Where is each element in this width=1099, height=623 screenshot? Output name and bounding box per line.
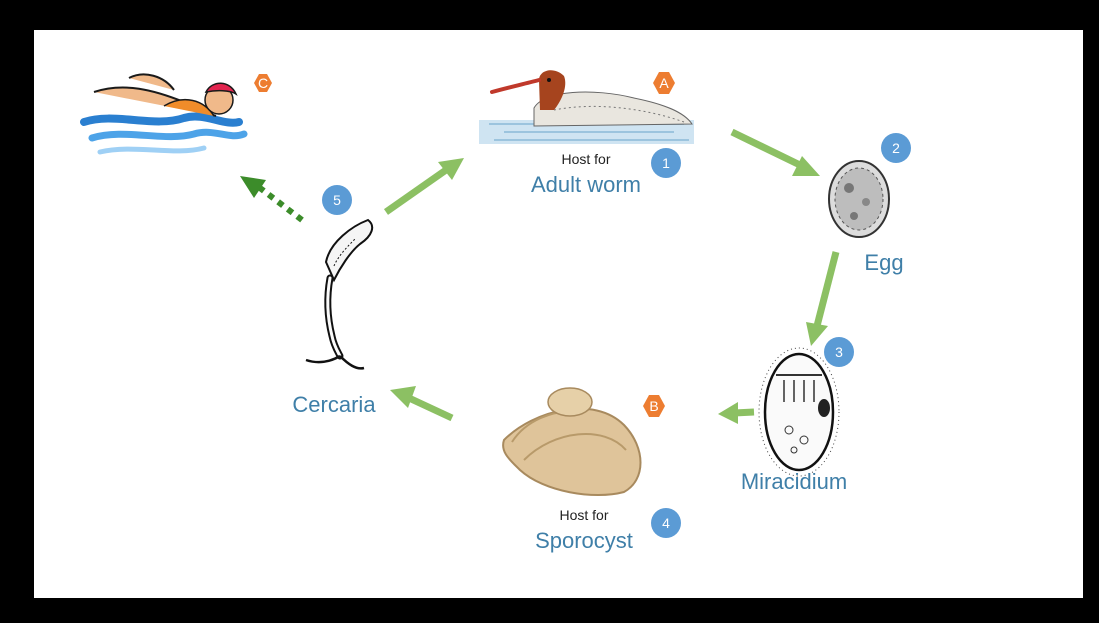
svg-text:4: 4 [662, 515, 670, 531]
host-badge-b: B [643, 395, 665, 417]
arrow-miracidium-to-snail [718, 402, 754, 424]
step-badge-3: 3 [824, 337, 854, 367]
infection-arrow-dotted [240, 176, 302, 220]
arrow-cercaria-to-bird [386, 158, 464, 212]
step-badge-2: 2 [881, 133, 911, 163]
snail-icon [503, 388, 640, 495]
arrow-worm-to-egg [732, 132, 820, 176]
sporocyst-label: Sporocyst [535, 528, 633, 553]
svg-text:C: C [258, 75, 268, 91]
adult-worm-label: Adult worm [531, 172, 641, 197]
host-badge-a: A [653, 72, 675, 94]
arrow-snail-to-cercaria [390, 386, 452, 418]
egg-icon [829, 161, 889, 237]
host-badge-c: C [254, 74, 272, 92]
cercaria-label: Cercaria [292, 392, 376, 417]
lifecycle-diagram: C A Host for Adult worm 1 2 [34, 30, 1083, 598]
swimmer-icon [84, 74, 244, 152]
cercaria-icon [306, 220, 372, 368]
svg-text:1: 1 [662, 155, 670, 171]
adult-worm-host-prefix: Host for [561, 151, 610, 167]
miracidium-label: Miracidium [741, 469, 847, 494]
step-badge-5: 5 [322, 185, 352, 215]
step-badge-4: 4 [651, 508, 681, 538]
lifecycle-canvas: C A Host for Adult worm 1 2 [34, 30, 1083, 598]
svg-text:A: A [659, 75, 669, 91]
egg-label: Egg [864, 250, 903, 275]
svg-text:2: 2 [892, 140, 900, 156]
svg-text:B: B [649, 398, 658, 414]
svg-text:3: 3 [835, 344, 843, 360]
arrow-egg-to-miracidium [806, 252, 836, 346]
svg-text:5: 5 [333, 192, 341, 208]
step-badge-1: 1 [651, 148, 681, 178]
sporocyst-host-prefix: Host for [559, 507, 608, 523]
miracidium-icon [759, 348, 839, 476]
